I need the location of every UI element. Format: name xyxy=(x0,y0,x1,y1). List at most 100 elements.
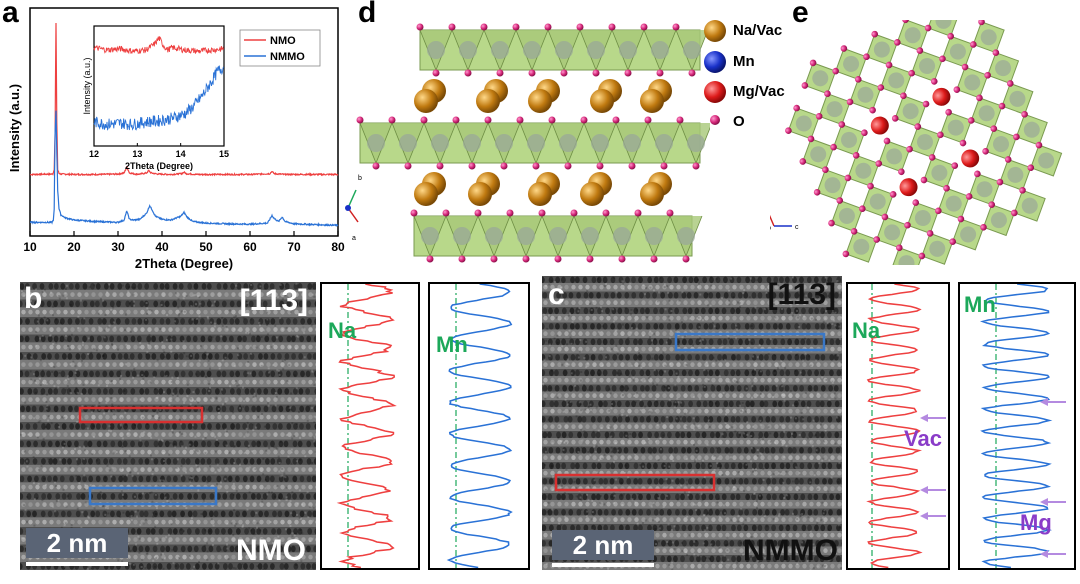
noise xyxy=(83,474,86,477)
atom-column xyxy=(794,338,800,346)
noise xyxy=(640,366,643,369)
atom-column xyxy=(772,540,778,547)
atom-column xyxy=(547,509,553,516)
noise xyxy=(98,401,101,404)
atom-column xyxy=(807,555,812,563)
noise xyxy=(549,386,552,389)
bright-spot xyxy=(683,517,688,523)
bright-spot xyxy=(543,424,548,430)
atom-column xyxy=(652,524,658,532)
panel-label-b: b xyxy=(24,282,43,315)
atom-column xyxy=(291,510,297,518)
noise xyxy=(52,343,55,346)
bright-spot xyxy=(634,377,639,383)
bright-spot xyxy=(669,393,674,399)
bright-spot xyxy=(578,408,583,414)
bright-spot xyxy=(669,517,674,523)
atom-column xyxy=(820,431,825,439)
na-profile-label: Na xyxy=(328,318,357,343)
bright-spot xyxy=(91,379,96,385)
noise xyxy=(162,451,165,454)
atom-column xyxy=(807,524,812,532)
atom-column xyxy=(647,447,653,454)
noise xyxy=(104,506,107,509)
noise xyxy=(163,356,166,359)
atom-column xyxy=(673,400,679,408)
atom-column xyxy=(633,524,638,532)
atom-column xyxy=(575,369,580,377)
bright-spot xyxy=(732,424,737,430)
noise xyxy=(693,378,696,381)
atom-column xyxy=(681,323,687,330)
noise xyxy=(241,524,244,527)
atom-column xyxy=(836,369,842,377)
noise xyxy=(46,319,49,322)
atom-column xyxy=(34,370,40,378)
bright-spot xyxy=(718,362,723,368)
noise xyxy=(259,285,262,288)
bright-spot xyxy=(830,455,835,461)
noise xyxy=(831,380,834,383)
bright-spot xyxy=(119,414,124,420)
noise xyxy=(20,370,23,373)
bright-spot xyxy=(189,309,194,315)
bright-spot xyxy=(816,362,821,368)
noise xyxy=(831,322,834,325)
bright-spot xyxy=(161,467,166,472)
bright-spot xyxy=(238,379,243,385)
noise xyxy=(106,291,109,294)
noise xyxy=(666,542,669,545)
noise xyxy=(57,426,60,429)
bright-spot xyxy=(571,362,576,368)
bright-spot xyxy=(753,393,758,399)
noise xyxy=(235,489,238,492)
bright-spot xyxy=(294,502,299,507)
noise xyxy=(706,364,709,367)
atom-column xyxy=(109,335,115,343)
bright-spot xyxy=(648,501,653,507)
bright-spot xyxy=(189,292,194,297)
atom-column xyxy=(20,335,24,343)
atom-column xyxy=(716,416,722,423)
atom-column xyxy=(561,431,567,439)
bright-spot xyxy=(676,517,681,523)
noise xyxy=(303,356,306,359)
noise xyxy=(303,331,306,334)
noise xyxy=(589,403,592,406)
atom-column xyxy=(209,493,215,500)
bright-spot xyxy=(767,424,772,430)
noise xyxy=(136,515,139,518)
bright-spot xyxy=(182,292,187,297)
noise xyxy=(822,564,825,567)
atom-column xyxy=(129,510,135,518)
atom-column xyxy=(637,323,643,330)
noise xyxy=(111,344,114,347)
atom-column xyxy=(313,370,316,378)
atom-column xyxy=(76,475,82,483)
atom-column xyxy=(67,335,72,343)
o-atom xyxy=(612,116,620,124)
bright-spot xyxy=(105,397,110,402)
atom-column xyxy=(214,563,220,570)
atom-column xyxy=(243,318,248,325)
atom-column xyxy=(743,524,749,532)
o-atom xyxy=(988,201,996,208)
noise xyxy=(209,386,212,389)
atom-column xyxy=(744,338,750,346)
atom-column xyxy=(834,400,840,408)
noise xyxy=(781,334,784,337)
bright-spot xyxy=(816,408,821,414)
noise xyxy=(263,329,266,332)
atom-column xyxy=(605,307,610,315)
atom-column xyxy=(144,545,150,553)
bright-spot xyxy=(238,519,243,525)
noise xyxy=(27,433,30,436)
noise xyxy=(163,351,166,354)
bright-spot xyxy=(21,292,26,297)
atom-column xyxy=(102,510,108,518)
bright-spot xyxy=(287,397,292,402)
noise xyxy=(41,290,44,293)
atom-column xyxy=(652,292,657,299)
bright-spot xyxy=(175,397,180,402)
bright-spot xyxy=(98,344,103,350)
